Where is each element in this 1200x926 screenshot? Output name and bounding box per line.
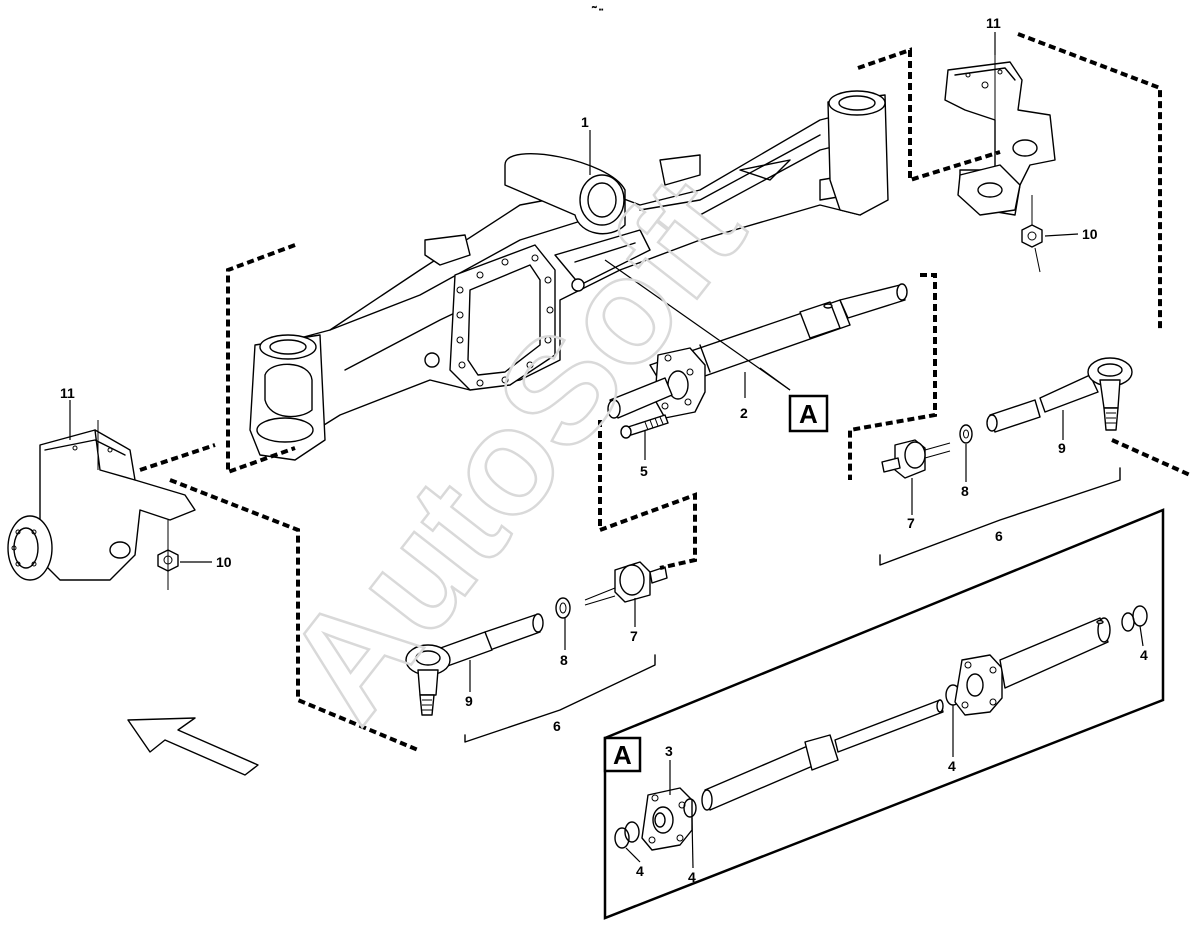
callout-11-right: 11: [986, 15, 1001, 31]
assembly-dashed-lines: [139, 32, 1191, 752]
callout-9-left: 9: [465, 693, 473, 709]
bracket-right-6: [879, 467, 1121, 566]
top-mark: ~ ..: [592, 3, 603, 12]
callout-10-right: 10: [1082, 226, 1098, 242]
direction-arrow: [127, 717, 259, 776]
callout-11-left: 11: [60, 385, 75, 401]
left-kingpin-boss: [249, 334, 326, 461]
right-nut: [1021, 195, 1043, 273]
callout-7-left: 7: [630, 628, 638, 644]
callout-4-b: 4: [688, 869, 696, 885]
left-tie-rod: [405, 561, 668, 716]
callout-5: 5: [640, 463, 648, 479]
left-nut: [157, 520, 179, 590]
left-steering-knuckle: [7, 420, 196, 581]
callout-4-c: 4: [948, 758, 956, 774]
detail-a-reference-box: [788, 394, 829, 433]
callout-labels: 1 2 5 7 8 9 6 10 11 11 10 7 8 9 6 3 4 4 …: [60, 15, 1148, 885]
callout-7-right: 7: [907, 515, 915, 531]
callout-8-left: 8: [560, 652, 568, 668]
detail-a-box: [603, 736, 642, 773]
leader-lines: [69, 32, 1144, 869]
right-steering-knuckle: [944, 40, 1056, 216]
detail-a-box-letter: A: [613, 740, 632, 770]
right-kingpin-boss: [827, 90, 889, 216]
right-tie-rod: [881, 357, 1133, 479]
callout-4-d: 4: [1140, 647, 1148, 663]
callout-2: 2: [740, 405, 748, 421]
callout-6-left: 6: [553, 718, 561, 734]
callout-9-right: 9: [1058, 440, 1066, 456]
steering-cylinder: [607, 283, 908, 419]
detail-a-reference-letter: A: [799, 399, 818, 429]
callout-3: 3: [665, 743, 673, 759]
callout-6-right: 6: [995, 528, 1003, 544]
callout-1: 1: [581, 114, 589, 130]
callout-8-right: 8: [961, 483, 969, 499]
callout-4-a: 4: [636, 863, 644, 879]
detail-a-frame: [603, 508, 1165, 920]
bolt: [620, 414, 669, 439]
cover-bolts: [456, 254, 554, 387]
callout-10-left: 10: [216, 554, 232, 570]
detail-a-cylinder: [614, 605, 1148, 851]
bracket-left-6: [464, 654, 656, 743]
axle-beam: [249, 90, 889, 461]
